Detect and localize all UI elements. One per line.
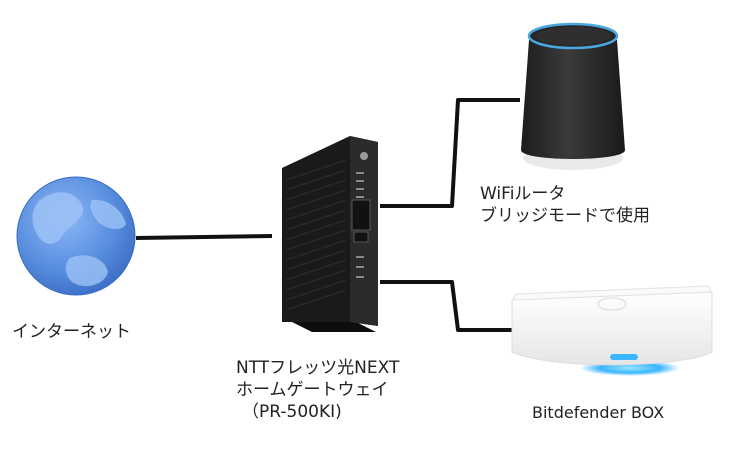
gateway-label: NTTフレッツ光NEXT ホームゲートウェイ （PR-500KI) xyxy=(236,357,399,423)
internet-label: インターネット xyxy=(12,322,131,342)
connector-gateway-wifi xyxy=(380,98,520,208)
gateway-label-line-2: ホームゲートウェイ xyxy=(236,380,389,400)
wifi-router-label-line-2: ブリッジモードで使用 xyxy=(480,206,650,226)
globe-icon xyxy=(16,176,136,296)
bitdefender-box-icon xyxy=(511,285,713,376)
wifi-router-icon xyxy=(521,22,625,170)
gateway-label-line-3: （PR-500KI) xyxy=(242,402,342,422)
connectors xyxy=(135,98,520,332)
router-device-icon xyxy=(282,136,378,332)
wifi-router-label: WiFiルータ ブリッジモードで使用 xyxy=(480,183,650,227)
connector-gateway-box xyxy=(380,280,520,332)
connector-internet-gateway xyxy=(135,234,273,240)
bitdefender-label: Bitdefender BOX xyxy=(532,403,665,422)
gateway-label-line-1: NTTフレッツ光NEXT xyxy=(236,358,400,378)
wifi-router-label-line-1: WiFiルータ xyxy=(480,184,566,204)
